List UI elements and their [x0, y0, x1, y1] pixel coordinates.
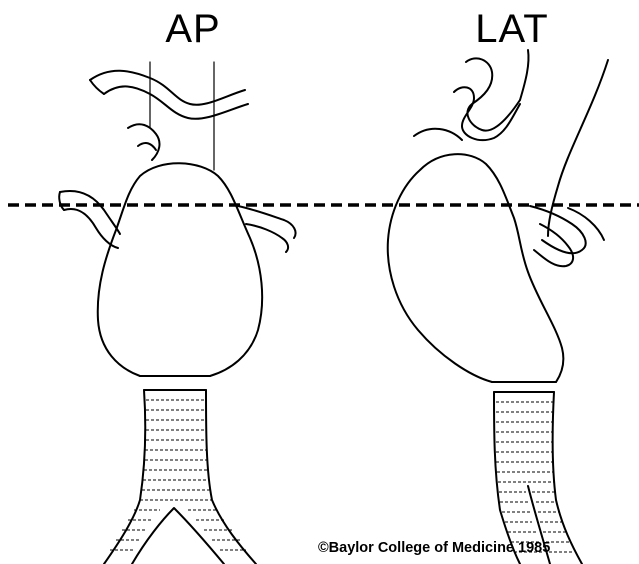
ap-renal-left-top: [60, 191, 120, 234]
ap-renal-right-top: [238, 206, 296, 238]
lat-view: [388, 50, 608, 564]
lat-aneurysm-sac: [388, 154, 564, 382]
lat-renal-loop-b: [534, 224, 573, 266]
ap-small-branch-a: [128, 124, 159, 160]
lat-posterior-line: [548, 60, 608, 236]
ap-graft-crotch: [132, 508, 224, 564]
copyright-notice: ©Baylor College of Medicine 1985: [318, 539, 550, 557]
ap-view: [59, 62, 295, 564]
ap-upper-artery-cap: [90, 80, 104, 94]
lat-graft-hatching: [496, 402, 574, 552]
lat-graft-front-wall: [553, 392, 582, 564]
ap-upper-artery-bottom: [104, 86, 248, 118]
ap-graft-hatching: [110, 400, 246, 550]
ap-small-branch-b: [138, 143, 156, 150]
ap-renal-left-bottom: [64, 209, 118, 248]
ap-renal-right-bottom: [246, 224, 288, 252]
lat-upper-vessel-c: [520, 50, 529, 100]
ap-renal-left-cap: [59, 192, 64, 210]
ap-aneurysm-sac: [98, 163, 262, 376]
lat-upper-branch: [414, 129, 462, 140]
ap-graft-right-wall: [206, 390, 256, 564]
ap-graft-left-wall: [104, 390, 145, 564]
